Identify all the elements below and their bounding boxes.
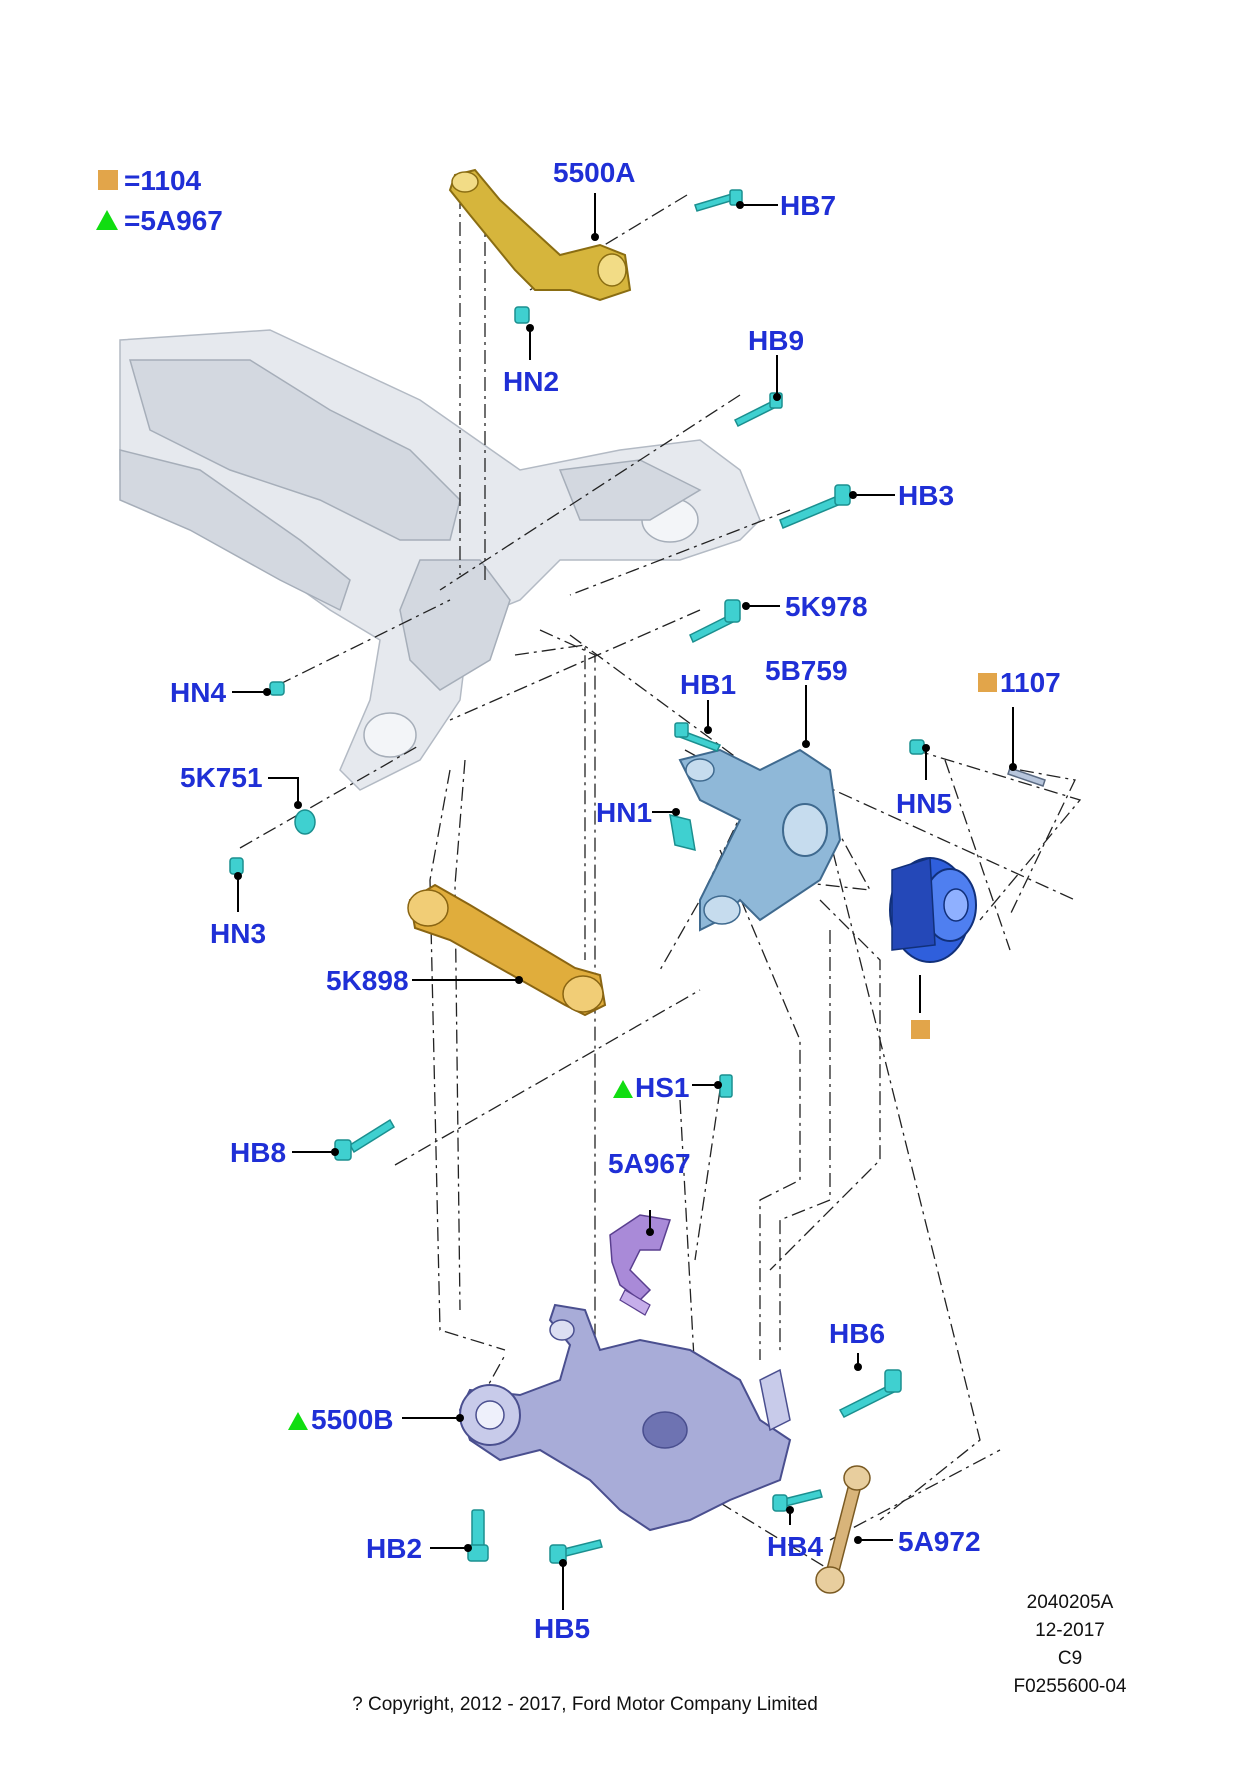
bolt-HB5	[549, 1539, 603, 1564]
nut-HN3	[229, 857, 244, 875]
label-1107: 1107	[1000, 667, 1061, 698]
bolt-HB8	[334, 1118, 396, 1161]
label-HB8: HB8	[230, 1137, 286, 1168]
toe-link-5K898	[407, 883, 607, 1017]
callout-labels: 5500A HB7 HN2 HB9 HB3 5K978 HN4 HB1 5B75…	[170, 157, 1061, 1644]
label-HB3: HB3	[898, 480, 954, 511]
legend-triangle-marker	[96, 210, 118, 230]
triangle-marker-5500B	[288, 1412, 308, 1430]
nut-HN2	[514, 306, 530, 324]
meta-line-3: C9	[1058, 1648, 1082, 1669]
bolt-HB2	[467, 1509, 489, 1562]
nut-HN1	[669, 813, 696, 852]
nut-HN5	[909, 739, 925, 755]
label-5K898: 5K898	[326, 965, 409, 996]
stabilizer-link-5A972	[815, 1465, 871, 1594]
meta-line-1: 2040205A	[1027, 1592, 1114, 1613]
bolt-5K978	[689, 599, 741, 644]
meta-line-4: F0255600-04	[1013, 1676, 1126, 1697]
label-HN3: HN3	[210, 918, 266, 949]
label-HB2: HB2	[366, 1533, 422, 1564]
bolt-HB4	[772, 1489, 823, 1512]
label-5B759: 5B759	[765, 655, 848, 686]
label-HN2: HN2	[503, 366, 559, 397]
upper-control-arm-5500A	[448, 168, 632, 302]
legend-item-5A967: =5A967	[124, 205, 223, 236]
meta-line-2: 12-2017	[1035, 1620, 1105, 1641]
label-HB4: HB4	[767, 1531, 823, 1562]
bolt-HB1	[674, 722, 722, 752]
label-5A972: 5A972	[898, 1526, 981, 1557]
label-5K751: 5K751	[180, 762, 263, 793]
label-HN4: HN4	[170, 677, 226, 708]
label-HB5: HB5	[534, 1613, 590, 1644]
label-HN1: HN1	[596, 797, 652, 828]
rear-subframe	[119, 329, 761, 791]
triangle-marker-HS1	[613, 1080, 633, 1098]
label-HB9: HB9	[748, 325, 804, 356]
lower-arm-5500B	[458, 1303, 792, 1532]
nut-HN4	[269, 681, 285, 696]
label-5K978: 5K978	[785, 591, 868, 622]
label-HB7: HB7	[780, 190, 836, 221]
knuckle-5B759	[678, 748, 842, 932]
bolt-1107	[1007, 767, 1046, 787]
label-HS1: HS1	[635, 1072, 689, 1103]
leader-lines	[232, 193, 1017, 1610]
nut-5K751	[294, 809, 316, 835]
bracket-5A967	[609, 1214, 671, 1316]
label-5500A: 5500A	[553, 157, 636, 188]
bolt-HB6	[838, 1369, 902, 1418]
label-HB1: HB1	[680, 669, 736, 700]
fasteners	[229, 189, 1046, 1564]
square-marker-hub	[911, 1020, 930, 1039]
label-5A967: 5A967	[608, 1148, 691, 1179]
copyright-notice: ? Copyright, 2012 - 2017, Ford Motor Com…	[352, 1694, 818, 1715]
legend: =1104 =5A967	[96, 165, 223, 236]
bolt-HB7	[694, 189, 743, 212]
diagram-meta: 2040205A 12-2017 C9 F0255600-04	[1013, 1592, 1126, 1697]
label-5500B: 5500B	[311, 1404, 394, 1435]
square-marker-1107	[978, 673, 997, 692]
bolt-HB3	[779, 484, 851, 529]
hub-bearing-1104	[889, 856, 977, 963]
legend-square-marker	[98, 170, 118, 190]
label-HN5: HN5	[896, 788, 952, 819]
legend-item-1104: =1104	[124, 165, 202, 196]
label-HB6: HB6	[829, 1318, 885, 1349]
